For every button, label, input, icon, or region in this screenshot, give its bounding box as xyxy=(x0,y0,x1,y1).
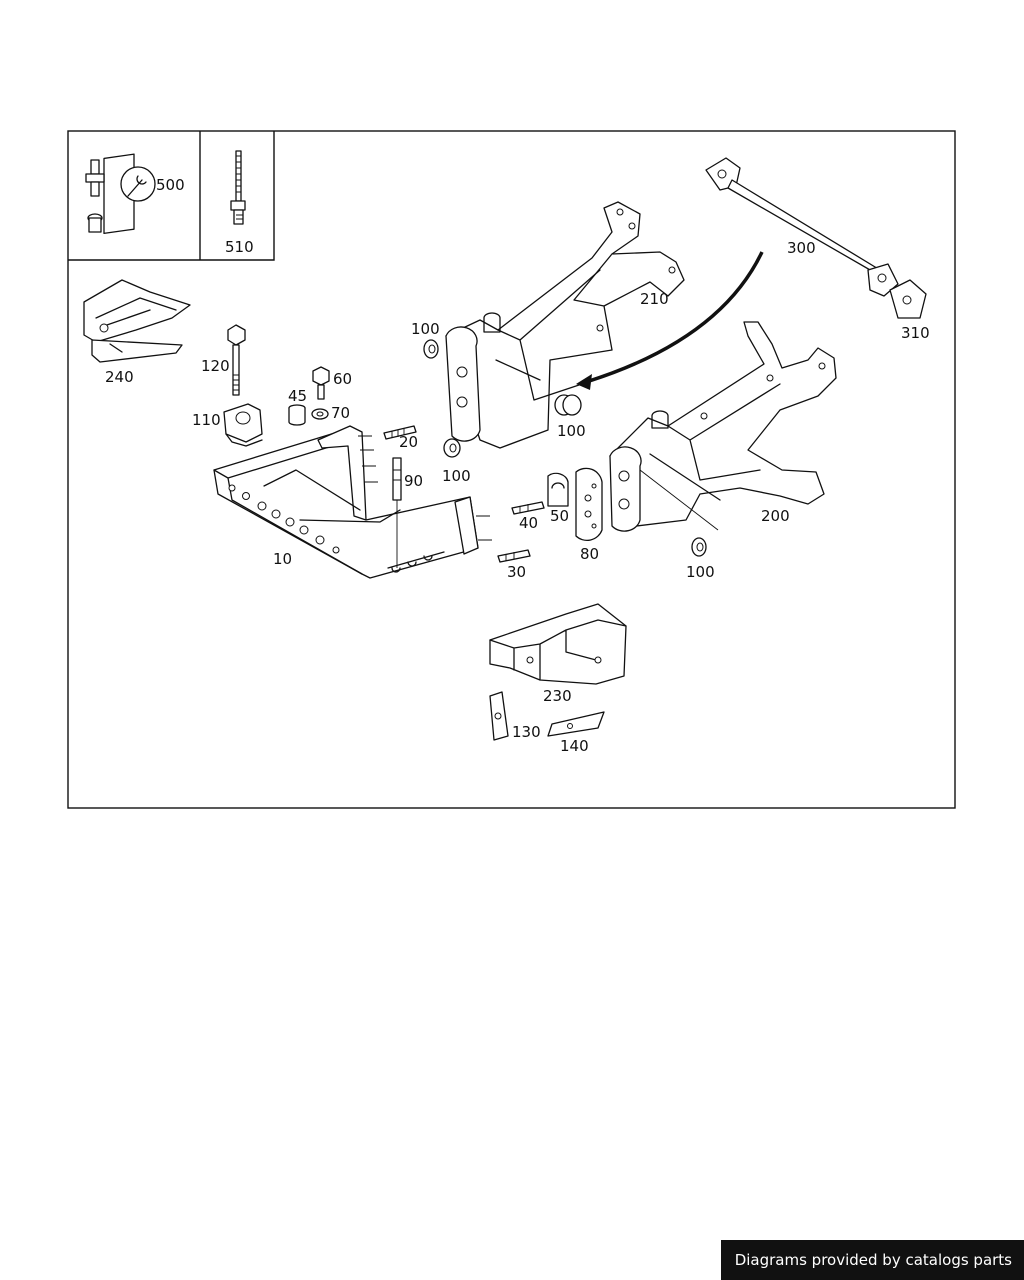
part-100-bushing-d[interactable] xyxy=(691,537,707,557)
diagram-frame xyxy=(67,130,956,809)
footer-credit-text: Diagrams provided by catalogs parts xyxy=(734,1251,1012,1269)
part-230-bracket[interactable] xyxy=(489,603,627,685)
part-210-subframe[interactable] xyxy=(445,201,685,449)
callout-230: 230 xyxy=(543,687,572,705)
part-100-bushing-b[interactable] xyxy=(443,438,461,458)
part-510-long-bolt[interactable] xyxy=(230,150,246,225)
part-40-stud[interactable] xyxy=(511,501,545,515)
callout-130: 130 xyxy=(512,723,541,741)
part-310-plate[interactable] xyxy=(889,279,927,319)
part-50-mount[interactable] xyxy=(547,472,569,507)
part-10-cross-member[interactable] xyxy=(213,425,492,579)
callout-80: 80 xyxy=(580,545,599,563)
part-500-bolt-kit[interactable] xyxy=(85,153,156,235)
part-100-bushing-a[interactable] xyxy=(423,339,439,359)
callout-210: 210 xyxy=(640,290,669,308)
part-140-plate[interactable] xyxy=(547,711,605,737)
part-300-strut-bar[interactable] xyxy=(705,157,899,297)
callout-110: 110 xyxy=(192,411,221,429)
wrench-icon xyxy=(120,166,156,202)
part-80-plate[interactable] xyxy=(575,467,603,542)
part-120-bolt[interactable] xyxy=(227,324,246,396)
part-200-subframe[interactable] xyxy=(609,321,837,532)
callout-45: 45 xyxy=(288,387,307,405)
part-100-bushing-c[interactable] xyxy=(554,394,582,416)
part-240-bracket[interactable] xyxy=(83,279,191,363)
part-60-bolt[interactable] xyxy=(312,366,330,400)
callout-90: 90 xyxy=(404,472,423,490)
part-130-shim[interactable] xyxy=(489,691,509,741)
callout-120: 120 xyxy=(201,357,230,375)
part-70-washer[interactable] xyxy=(311,408,329,420)
callout-100-a: 100 xyxy=(411,320,440,338)
part-30-stud[interactable] xyxy=(497,549,531,563)
callout-70: 70 xyxy=(331,404,350,422)
part-20-stud[interactable] xyxy=(383,425,417,440)
assembly-arrow xyxy=(576,251,764,390)
inset-box-frame xyxy=(68,131,275,261)
callout-500: 500 xyxy=(156,176,185,194)
callout-140: 140 xyxy=(560,737,589,755)
callout-240: 240 xyxy=(105,368,134,386)
callout-510: 510 xyxy=(225,238,254,256)
callout-100-d: 100 xyxy=(686,563,715,581)
callout-100-b: 100 xyxy=(442,467,471,485)
callout-310: 310 xyxy=(901,324,930,342)
callout-20: 20 xyxy=(399,433,418,451)
part-110-mount[interactable] xyxy=(223,403,263,447)
callout-300: 300 xyxy=(787,239,816,257)
callout-200: 200 xyxy=(761,507,790,525)
callout-10: 10 xyxy=(273,550,292,568)
callout-40: 40 xyxy=(519,514,538,532)
callout-60: 60 xyxy=(333,370,352,388)
part-45-sleeve[interactable] xyxy=(288,404,306,426)
callout-30: 30 xyxy=(507,563,526,581)
part-90-pin[interactable] xyxy=(392,457,402,568)
callout-100-c: 100 xyxy=(557,422,586,440)
footer-credit-badge: Diagrams provided by catalogs parts xyxy=(720,1240,1024,1280)
callout-50: 50 xyxy=(550,507,569,525)
